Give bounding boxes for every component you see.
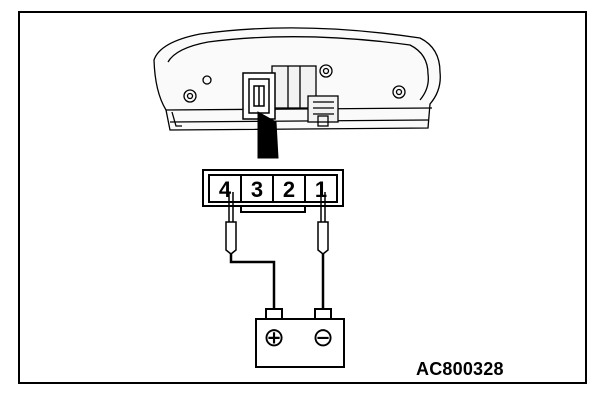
pin-label-1: 1	[315, 177, 327, 202]
switch-housing	[153, 27, 441, 131]
pin-label-3: 3	[251, 177, 263, 202]
battery-negative-terminal-icon: ⊖	[312, 323, 334, 353]
battery-positive-terminal-icon: ⊕	[263, 323, 285, 353]
pin-label-2: 2	[283, 177, 295, 202]
figure-code: AC800328	[416, 359, 504, 379]
wire-positive	[229, 254, 276, 310]
pointer-arrow	[257, 111, 279, 159]
probe-left	[225, 192, 237, 255]
probe-right	[317, 192, 329, 255]
battery	[255, 308, 345, 368]
connector-face: 4 3 2 1	[202, 169, 344, 213]
pin-label-4: 4	[219, 177, 232, 202]
harness-connector	[242, 72, 276, 120]
